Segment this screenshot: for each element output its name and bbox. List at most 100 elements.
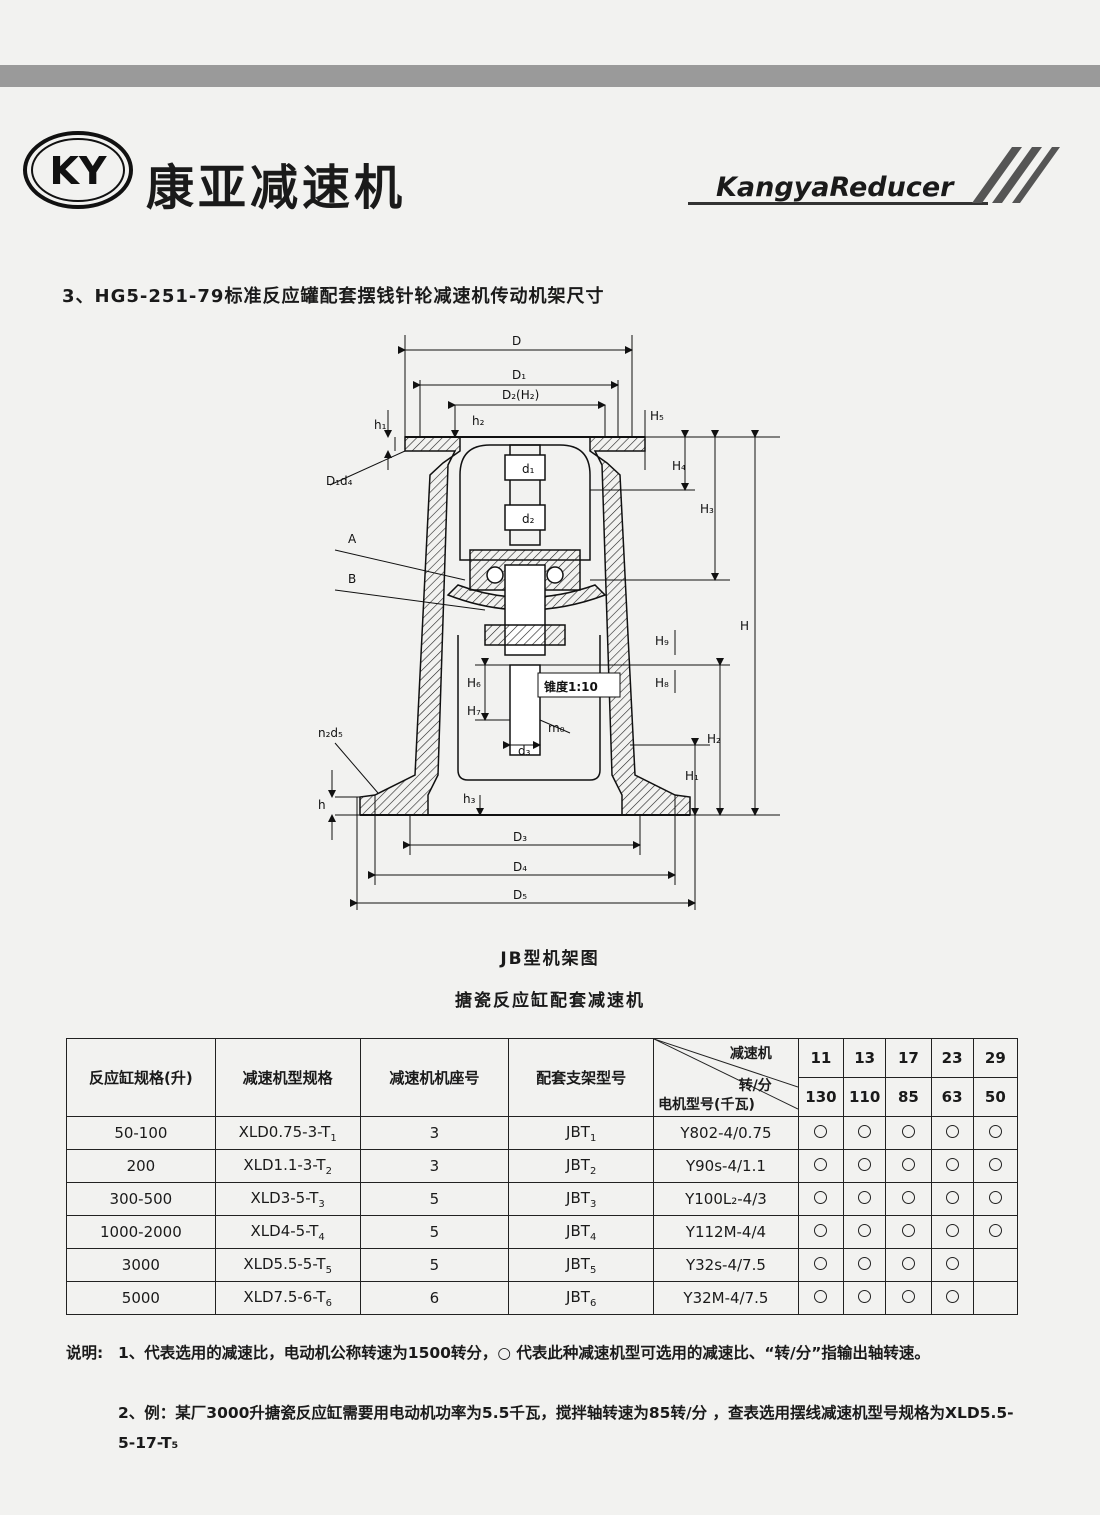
dim-H5: H₅ [650, 409, 664, 423]
speed-cell: 63 [930, 1077, 974, 1117]
available-circle-icon [814, 1224, 828, 1237]
ratio-cell: 17 [885, 1038, 932, 1078]
availability-cell [797, 1182, 845, 1216]
seat-number-cell: 5 [359, 1182, 510, 1216]
availability-cell [843, 1149, 887, 1183]
reducer-model-cell-subscript: 2 [325, 1165, 332, 1177]
ratio-cell: 23 [930, 1038, 974, 1078]
availability-cell [797, 1116, 845, 1150]
availability-cell [885, 1215, 932, 1249]
reducer-model-cell-subscript: 4 [318, 1231, 325, 1243]
available-circle-icon [988, 1224, 1002, 1237]
availability-cell [797, 1248, 845, 1282]
reducer-model-cell: XLD5.5-5-T5 [214, 1248, 361, 1282]
dim-D3: D₃ [513, 830, 527, 844]
availability-cell [972, 1281, 1019, 1315]
ratio-cell: 11 [797, 1038, 845, 1078]
available-circle-icon [901, 1158, 915, 1171]
dim-h: h [318, 798, 326, 812]
availability-cell [843, 1248, 887, 1282]
frame-model-cell-main: JBT [566, 1254, 590, 1273]
frame-model-cell-subscript: 6 [589, 1297, 597, 1309]
reducer-model-cell-main: XLD4-5-T [250, 1221, 319, 1240]
header-motor-model: 电机型号(千瓦) [658, 1097, 755, 1113]
seat-number-cell: 6 [359, 1281, 510, 1315]
brand-underline [688, 202, 988, 205]
availability-cell [885, 1149, 932, 1183]
dim-D2H2: D₂(H₂) [502, 388, 539, 402]
available-circle-icon [901, 1257, 915, 1270]
tank-size-cell: 1000-2000 [66, 1215, 216, 1249]
available-circle-icon [988, 1158, 1002, 1171]
availability-cell [843, 1116, 887, 1150]
availability-cell [972, 1149, 1019, 1183]
available-circle-icon [988, 1125, 1002, 1138]
tank-size-cell: 200 [66, 1149, 216, 1183]
motor-model-cell: Y112M-4/4 [653, 1215, 799, 1249]
availability-cell [972, 1248, 1019, 1282]
dim-d1: d₁ [522, 462, 535, 476]
availability-cell [972, 1182, 1019, 1216]
dim-d2: d₂ [522, 512, 535, 526]
dim-m0: m₀ [548, 721, 565, 735]
availability-cell [797, 1281, 845, 1315]
tank-size-cell: 50-100 [66, 1116, 216, 1150]
note-2: 2、例：某厂3000升搪瓷反应缸需要用电动机功率为5.5千瓦，搅拌轴转速为85转… [118, 1404, 1014, 1452]
label-D1d4: D₁d₄ [326, 474, 353, 488]
dim-H2: H₂ [707, 732, 721, 746]
header-rpm: 转/分 [738, 1078, 772, 1094]
reducer-model-cell-main: XLD5.5-5-T [243, 1254, 326, 1273]
reducer-model-cell-main: XLD3-5-T [250, 1188, 319, 1207]
taper-label: 锥度1:10 [544, 679, 598, 694]
availability-cell [930, 1116, 974, 1150]
availability-cell [930, 1149, 974, 1183]
dim-D1: D₁ [512, 368, 526, 382]
frame-model-cell-subscript: 2 [589, 1165, 597, 1177]
speed-cell: 85 [885, 1077, 932, 1117]
availability-cell [797, 1149, 845, 1183]
reducer-model-cell: XLD0.75-3-T1 [214, 1116, 361, 1150]
frame-model-cell-main: JBT [566, 1287, 590, 1306]
frame-model-cell-subscript: 3 [589, 1198, 597, 1210]
available-circle-icon [945, 1290, 959, 1303]
available-circle-icon [945, 1257, 959, 1270]
reducer-model-cell: XLD4-5-T4 [214, 1215, 361, 1249]
dim-H: H [740, 619, 749, 633]
frame-model-cell: JBT5 [508, 1248, 655, 1282]
available-circle-icon [814, 1257, 828, 1270]
motor-model-cell: Y90s-4/1.1 [653, 1149, 799, 1183]
ky-logo: KY [23, 131, 133, 209]
available-circle-icon [988, 1191, 1002, 1204]
available-circle-icon [814, 1158, 828, 1171]
seat-number-cell: 5 [359, 1248, 510, 1282]
label-B: B [348, 572, 356, 586]
header-frame-model: 配套支架型号 [508, 1038, 655, 1117]
available-circle-icon [858, 1224, 872, 1237]
speed-cell: 110 [843, 1077, 887, 1117]
motor-model-cell: Y100L₂-4/3 [653, 1182, 799, 1216]
availability-cell [972, 1116, 1019, 1150]
label-A: A [348, 532, 357, 546]
header-reducer-model: 减速机型规格 [214, 1038, 361, 1117]
seat-number-cell: 3 [359, 1149, 510, 1183]
ratio-cell: 29 [972, 1038, 1019, 1078]
availability-cell [885, 1182, 932, 1216]
dim-D4: D₄ [513, 860, 527, 874]
available-circle-icon [945, 1191, 959, 1204]
frame-model-cell: JBT2 [508, 1149, 655, 1183]
table-caption: 搪瓷反应缸配套减速机 [455, 991, 645, 1011]
available-circle-icon [901, 1290, 915, 1303]
reducer-model-cell: XLD1.1-3-T2 [214, 1149, 361, 1183]
reducer-model-cell-main: XLD0.75-3-T [238, 1122, 331, 1141]
frame-model-cell-main: JBT [566, 1188, 590, 1207]
top-gray-band [0, 65, 1100, 87]
reducer-model-cell-main: XLD7.5-6-T [243, 1287, 326, 1306]
available-circle-icon [945, 1158, 959, 1171]
tank-size-cell: 300-500 [66, 1182, 216, 1216]
logo-text: KY [50, 149, 107, 193]
availability-cell [885, 1281, 932, 1315]
